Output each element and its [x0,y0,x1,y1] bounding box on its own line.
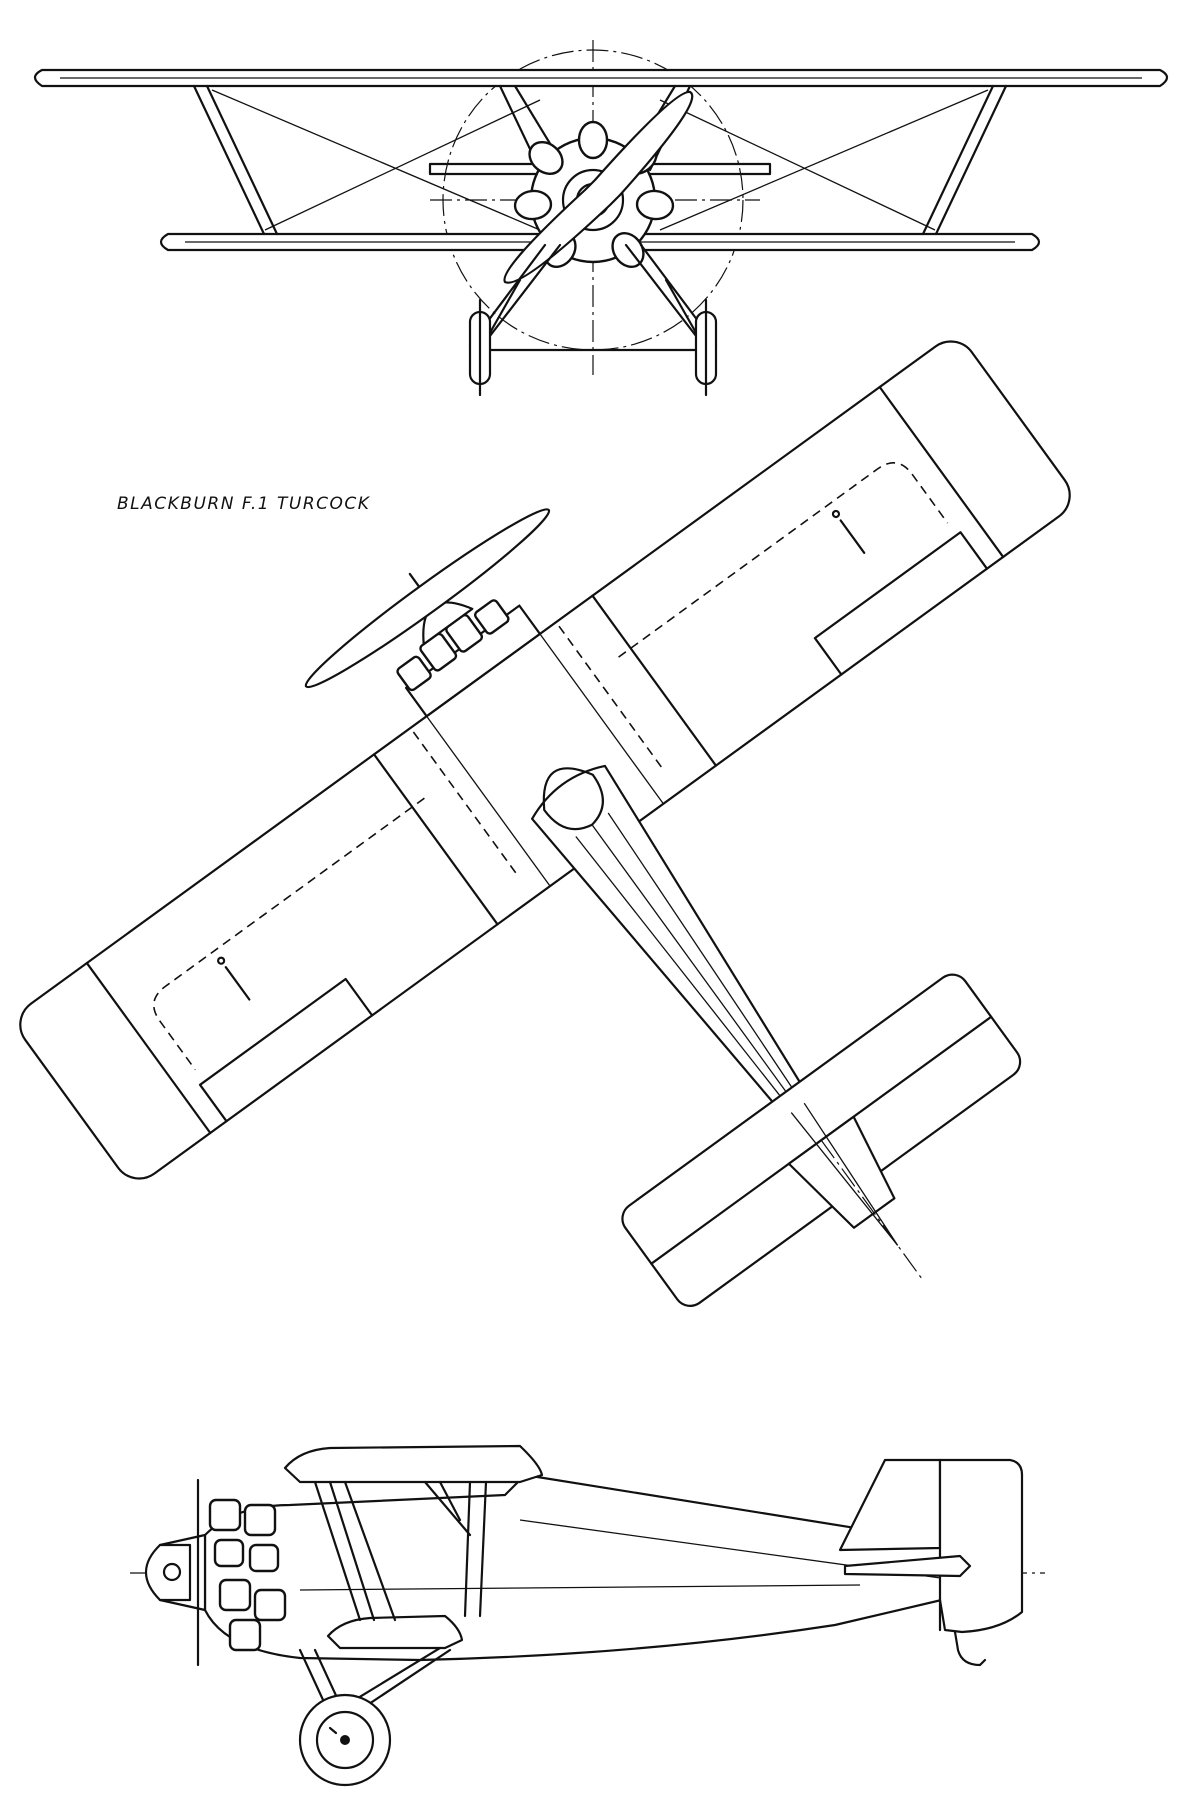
plan-right-aileron [813,531,989,676]
plan-view [19,340,1071,1307]
front-landing-gear [468,243,718,352]
plan-propeller [304,508,551,689]
front-left-struts [192,84,279,236]
plan-fuselage [531,764,849,1172]
side-spinner [145,1543,192,1602]
front-right-struts [921,84,1008,236]
side-view [130,1444,1045,1787]
side-landing-gear [298,1646,452,1722]
side-engine [145,1478,287,1667]
front-propeller [503,90,694,284]
drawing-title: BLACKBURN F.1 TURCOCK [117,494,371,514]
side-rudder [938,1458,1024,1634]
plan-engine [304,508,551,718]
side-fin [838,1458,942,1552]
side-lower-wing [326,1614,464,1650]
side-fuselage [203,1473,984,1662]
plan-left-aileron [198,977,374,1123]
front-engine [503,90,694,284]
side-upper-wing [283,1444,544,1484]
front-view [33,40,1169,397]
